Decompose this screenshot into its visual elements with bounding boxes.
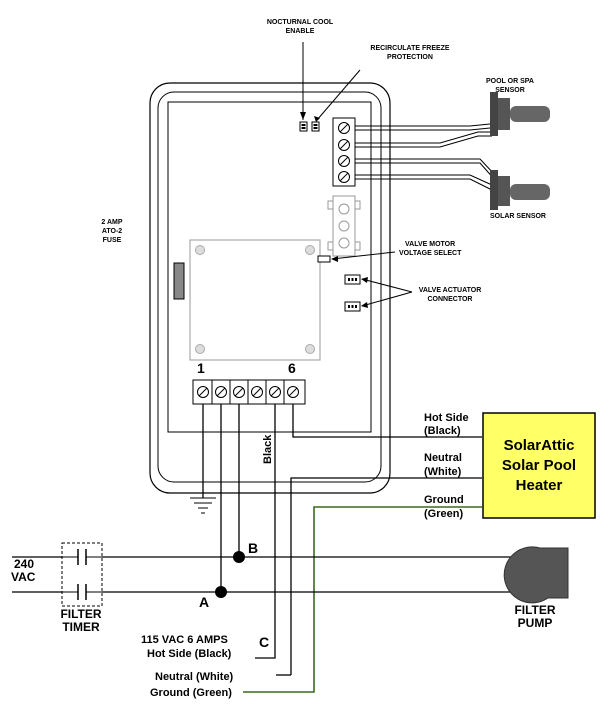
svg-text:FUSE: FUSE <box>103 237 122 244</box>
svg-text:FILTER: FILTER <box>60 607 101 621</box>
svg-text:Hot Side: Hot Side <box>424 412 469 424</box>
svg-text:NOCTURNAL COOL: NOCTURNAL COOL <box>267 19 334 26</box>
junction-b <box>233 551 245 563</box>
svg-text:Heater: Heater <box>516 477 563 494</box>
svg-text:ENABLE: ENABLE <box>286 28 315 35</box>
junction-a <box>215 586 227 598</box>
pool-spa-sensor <box>490 92 550 136</box>
filter-timer-label: FILTER TIMER <box>60 607 101 634</box>
svg-text:CONNECTOR: CONNECTOR <box>428 296 473 303</box>
svg-text:Ground: Ground <box>424 494 464 506</box>
svg-text:(Black): (Black) <box>424 425 461 437</box>
jumper-pins-top <box>299 121 320 132</box>
svg-text:FILTER: FILTER <box>514 603 555 617</box>
neutral-label: Neutral (White) <box>424 452 462 478</box>
screw-terminal <box>338 122 350 183</box>
svg-text:RECIRCULATE FREEZE: RECIRCULATE FREEZE <box>370 45 450 52</box>
svg-text:Hot Side (Black): Hot Side (Black) <box>147 648 232 660</box>
valve-motor-label: VALVE MOTOR VOLTAGE SELECT <box>399 241 462 257</box>
svg-text:PUMP: PUMP <box>518 616 553 630</box>
filter-pump-label: FILTER PUMP <box>514 603 555 630</box>
svg-text:240: 240 <box>14 557 34 571</box>
point-c-label: C <box>259 634 269 650</box>
point-b-label: B <box>248 540 258 556</box>
svg-text:VAC: VAC <box>11 570 36 584</box>
svg-text:VALVE MOTOR: VALVE MOTOR <box>405 241 455 248</box>
bottom-neutral-label: Neutral (White) <box>155 671 234 683</box>
terminal-1-label: 1 <box>197 360 205 376</box>
circuit-board <box>189 239 321 361</box>
heater-label: SolarAttic Solar Pool Heater <box>502 437 576 494</box>
svg-text:POOL OR SPA: POOL OR SPA <box>486 78 534 85</box>
pool-spa-sensor-label: POOL OR SPA SENSOR <box>486 78 534 94</box>
filter-timer-switch <box>61 542 103 607</box>
valve-actuator-label: VALVE ACTUATOR CONNECTOR <box>419 287 482 303</box>
svg-text:Solar Pool: Solar Pool <box>502 457 576 474</box>
controller-enclosure <box>149 82 391 494</box>
nocturnal-cool-label: NOCTURNAL COOL ENABLE <box>267 19 334 35</box>
valve-actuator-connectors <box>344 274 361 312</box>
svg-text:2 AMP: 2 AMP <box>101 219 122 226</box>
solar-sensor <box>490 170 550 210</box>
svg-text:VOLTAGE SELECT: VOLTAGE SELECT <box>399 250 462 257</box>
svg-text:VALVE ACTUATOR: VALVE ACTUATOR <box>419 287 482 294</box>
fuse <box>173 262 185 300</box>
recirculate-freeze-label: RECIRCULATE FREEZE PROTECTION <box>370 45 450 61</box>
fuse-label: 2 AMP ATO-2 FUSE <box>101 219 122 244</box>
point-a-label: A <box>199 594 209 610</box>
heater-box <box>482 412 596 519</box>
svg-text:(Green): (Green) <box>424 508 463 520</box>
bottom-ground-label: Ground (Green) <box>150 687 232 699</box>
ground-label: Ground (Green) <box>424 494 464 520</box>
svg-text:115 VAC 6 AMPS: 115 VAC 6 AMPS <box>141 634 228 646</box>
vac240-label: 240 VAC <box>11 557 36 584</box>
svg-text:Neutral: Neutral <box>424 452 462 464</box>
terminal-6-label: 6 <box>288 360 296 376</box>
vac115-label: 115 VAC 6 AMPS Hot Side (Black) <box>141 634 232 660</box>
ground-symbol <box>190 497 216 514</box>
filter-pump-icon <box>503 546 569 604</box>
svg-text:SENSOR: SENSOR <box>495 87 525 94</box>
svg-text:(White): (White) <box>424 466 462 478</box>
main-terminal-block <box>192 379 306 405</box>
svg-text:SolarAttic: SolarAttic <box>504 437 575 454</box>
valve-motor-jumper <box>317 255 331 263</box>
svg-text:PROTECTION: PROTECTION <box>387 54 433 61</box>
hot-side-label: Hot Side (Black) <box>424 412 469 437</box>
solar-sensor-label: SOLAR SENSOR <box>490 213 546 220</box>
black-wire-label: Black <box>262 434 274 464</box>
sensor-terminal-block <box>332 117 356 187</box>
valve-connector-block <box>327 195 361 257</box>
svg-text:ATO-2: ATO-2 <box>102 228 122 235</box>
svg-text:TIMER: TIMER <box>62 620 100 634</box>
